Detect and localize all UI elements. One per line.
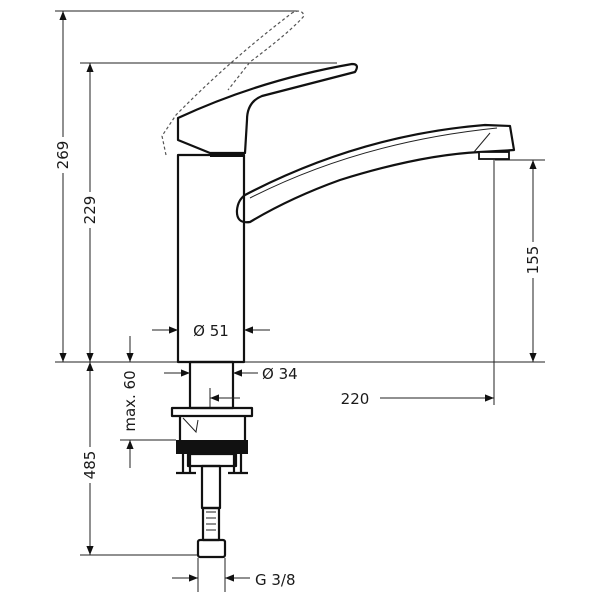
- extension-lines: [55, 10, 545, 592]
- lever-handle: [176, 62, 359, 155]
- spout: [235, 123, 516, 224]
- mounting-ring: [176, 440, 248, 454]
- faucet-outline: [161, 10, 516, 559]
- mounting-plate: [170, 406, 254, 418]
- dim-diameter-34: Ø 34: [262, 365, 298, 383]
- dim-229: 229: [81, 196, 99, 225]
- dim-269: 269: [54, 141, 72, 170]
- dim-485: 485: [81, 451, 99, 480]
- dim-thread-g-3-8: G 3/8: [255, 571, 296, 589]
- dim-max-60: max. 60: [121, 370, 139, 431]
- supply-hose: [200, 464, 222, 510]
- shank: [188, 360, 235, 410]
- aerator: [478, 151, 510, 160]
- lever-raised-ghost: [161, 10, 305, 156]
- connection-nut: [196, 538, 227, 559]
- dim-diameter-51: Ø 51: [193, 322, 229, 340]
- dim-220: 220: [341, 390, 370, 408]
- dim-155: 155: [524, 246, 542, 275]
- dimension-lines: [59, 11, 537, 582]
